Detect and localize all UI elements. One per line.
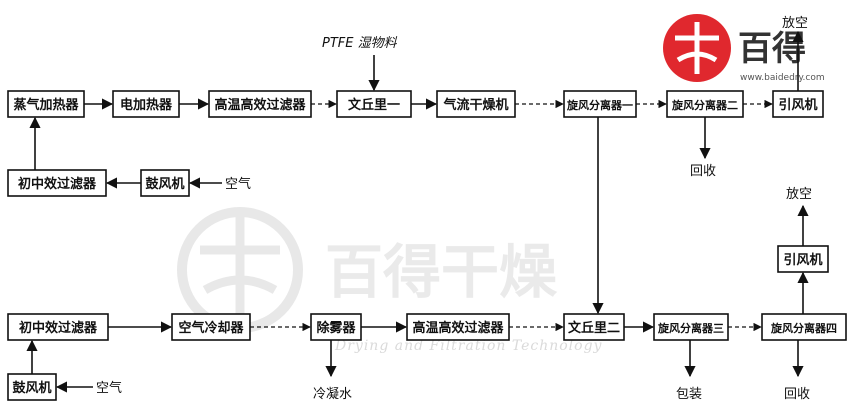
box-fan-1: 引风机 [772, 90, 824, 118]
box-fan-2: 引风机 [777, 245, 829, 273]
label-package: 包装 [676, 387, 702, 402]
box-demister: 除雾器 [310, 313, 362, 341]
box-cyclone-3: 旋风分离器三 [653, 313, 729, 341]
label-ptfe-wet: PTFE 湿物料 [322, 36, 398, 51]
box-label: 气流干燥机 [443, 97, 508, 113]
box-label: 初中效过滤器 [19, 320, 98, 336]
logo-brand: 百得 [738, 29, 806, 69]
box-prefilter-2: 初中效过滤器 [7, 313, 109, 341]
box-blower-2: 鼓风机 [7, 373, 57, 401]
box-label: 文丘里一 [348, 97, 400, 113]
label-condensate: 冷凝水 [313, 386, 352, 402]
box-cyclone-1: 旋风分离器一 [563, 90, 637, 118]
box-label: 高温高效过滤器 [412, 320, 504, 336]
box-air-cooler: 空气冷却器 [171, 313, 251, 341]
watermark-brand: 百得干燥 [325, 238, 558, 306]
box-label: 旋风分离器二 [671, 98, 738, 112]
box-blower-1: 鼓风机 [140, 169, 190, 197]
box-cyclone-2: 旋风分离器二 [666, 90, 744, 118]
label-vent-2: 放空 [786, 187, 812, 202]
box-steam-heater: 蒸气加热器 [7, 90, 85, 118]
box-label: 引风机 [783, 252, 822, 268]
box-label: 鼓风机 [12, 380, 51, 396]
box-label: 电加热器 [120, 97, 173, 113]
watermark-tagline: Drying and Filtration Technology [334, 338, 603, 354]
box-hepa-filter-2: 高温高效过滤器 [406, 313, 510, 341]
label-air-1: 空气 [225, 176, 251, 192]
box-cyclone-4: 旋风分离器四 [761, 313, 847, 341]
box-airflow-dryer: 气流干燥机 [436, 90, 516, 118]
box-label: 旋风分离器四 [770, 321, 837, 335]
logo: 百得 www.baidedry.com [663, 14, 825, 83]
box-label: 初中效过滤器 [18, 176, 97, 192]
label-recover-2: 回收 [784, 387, 810, 402]
box-prefilter-1: 初中效过滤器 [7, 169, 107, 197]
box-venturi-2: 文丘里二 [563, 313, 625, 341]
label-vent-1: 放空 [782, 16, 808, 31]
box-hepa-filter-1: 高温高效过滤器 [208, 90, 312, 118]
box-label: 文丘里二 [568, 320, 620, 336]
box-label: 空气冷却器 [178, 320, 244, 336]
box-label: 除雾器 [316, 320, 356, 336]
box-label: 蒸气加热器 [13, 97, 79, 113]
box-venturi-1: 文丘里一 [336, 90, 412, 118]
box-label: 旋风分离器三 [657, 321, 724, 335]
box-label: 鼓风机 [145, 176, 184, 192]
box-label: 旋风分离器一 [566, 98, 633, 112]
box-electric-heater: 电加热器 [112, 90, 180, 118]
label-recover-1: 回收 [690, 164, 716, 179]
flow-arrows [26, 30, 809, 393]
box-label: 高温高效过滤器 [214, 97, 306, 113]
label-air-2: 空气 [96, 380, 122, 396]
box-label: 引风机 [778, 97, 817, 113]
logo-url: www.baidedry.com [740, 73, 825, 83]
watermark-emblem-icon [177, 207, 303, 333]
